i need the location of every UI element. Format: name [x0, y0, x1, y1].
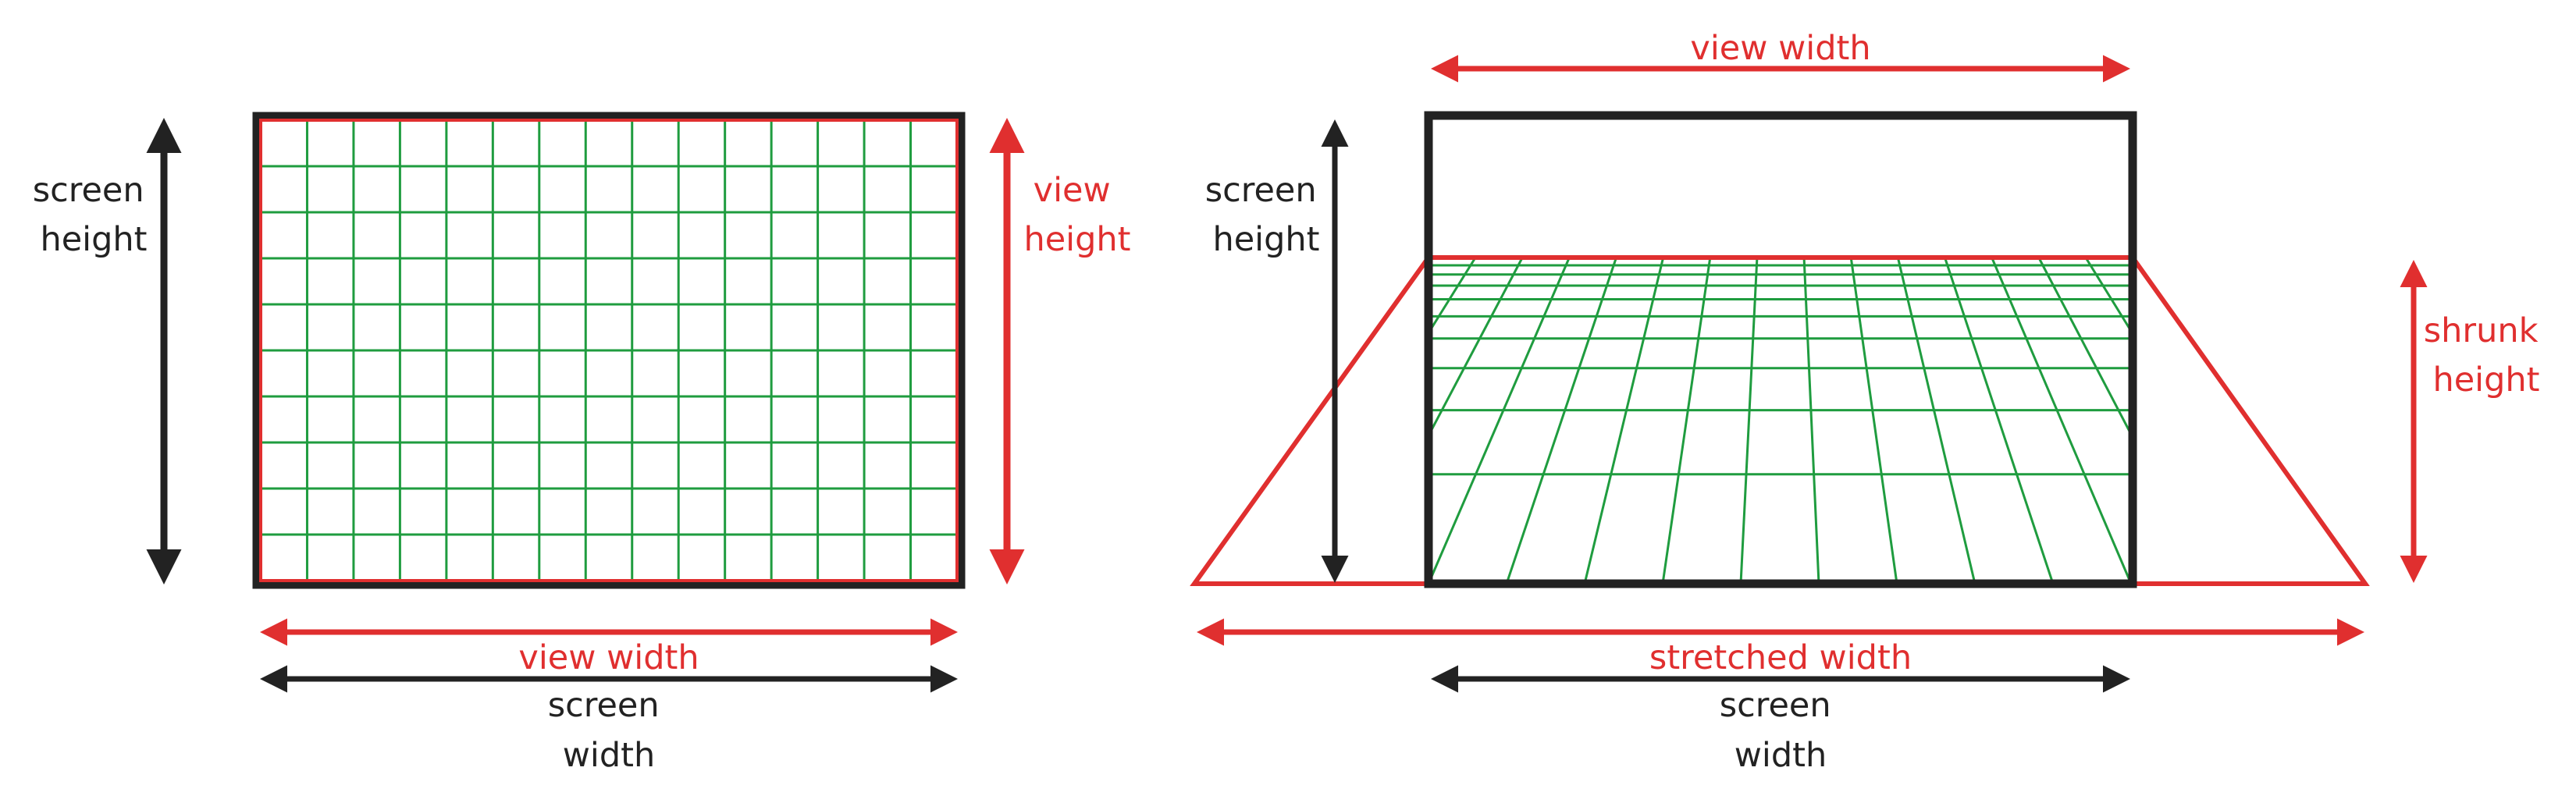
right-grid-converging-line [1661, 257, 1712, 584]
right-grid-converging-line [1991, 257, 2133, 584]
right-shrunk-height-label: shrunk height [2424, 311, 2549, 400]
right-panel: view width screen height shrunk height s… [1190, 29, 2549, 775]
right-grid-converging-line [1427, 257, 1477, 334]
left-view-height-label: view height [1023, 171, 1130, 259]
right-grid-converging-line [1505, 257, 1617, 584]
right-grid-converging-line [1427, 257, 1571, 584]
right-grid-converging-line [2084, 257, 2134, 335]
left-screen-width-label: screen width [548, 686, 671, 775]
right-projected-grid [1427, 257, 2134, 584]
right-grid-converging-line [2037, 257, 2134, 439]
left-view-width-label: view width [518, 638, 699, 677]
left-screen-frame [252, 112, 966, 589]
right-grid-converging-line [1802, 257, 1820, 584]
right-grid-converging-line [1944, 257, 2055, 584]
right-grid-converging-line [1583, 257, 1665, 584]
right-view-width-label: view width [1690, 29, 1870, 68]
right-stretched-width-label: stretched width [1649, 638, 1912, 677]
right-grid-converging-line [1427, 257, 1524, 436]
left-view-grid [261, 120, 957, 581]
right-screen-height-label: screen height [1205, 171, 1328, 259]
right-screen-frame [1424, 111, 2137, 588]
right-grid-converging-line [1849, 257, 1898, 584]
right-screen-width-label: screen width [1720, 686, 1842, 775]
left-screen-height-label: screen height [33, 171, 155, 259]
left-view-frame [259, 119, 959, 582]
left-panel: screen height view height view width scr… [33, 112, 1131, 775]
right-view-trapezoid [1190, 255, 2370, 586]
right-grid-converging-line [1896, 257, 1976, 584]
right-grid-converging-line [1739, 257, 1759, 584]
